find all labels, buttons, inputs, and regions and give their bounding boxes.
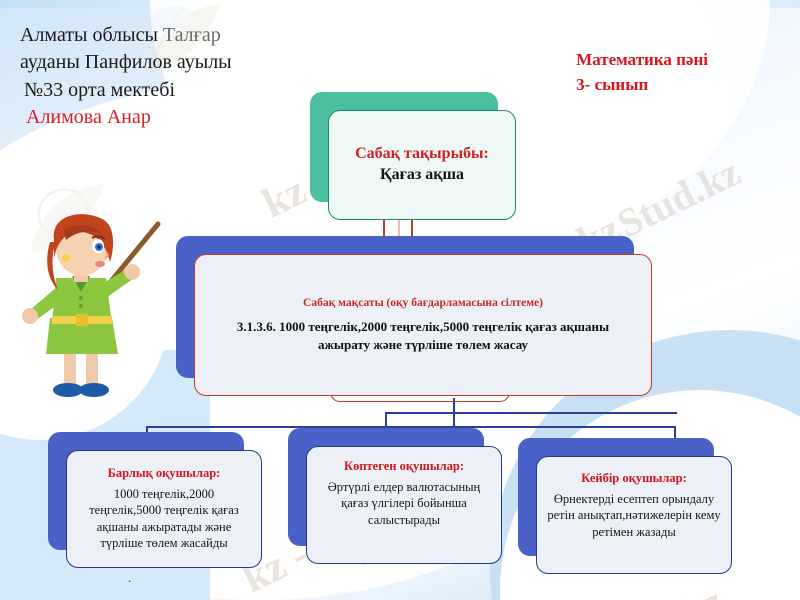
watermark-text: Stud.kz <box>610 148 748 247</box>
top-gradient-strip <box>0 0 800 8</box>
objective-text: 3.1.3.6. 1000 теңгелік,2000 теңгелік,500… <box>236 318 610 352</box>
outcome-card-panel: Барлық оқушылар: 1000 теңгелік,2000 теңг… <box>66 450 262 568</box>
subject-name: Математика пәні <box>576 50 708 69</box>
topic-value: Қағаз ақша <box>379 166 465 184</box>
connector-drop-right <box>674 426 677 448</box>
outcome-card-all-students: Барлық оқушылар: 1000 теңгелік,2000 теңг… <box>48 432 262 568</box>
school-line-1-region: Алматы облысы <box>20 24 163 46</box>
connector-bus-horizontal-upper <box>385 412 677 415</box>
outcome-label: Көптеген оқушылар: <box>344 459 464 473</box>
stray-period: . <box>128 570 132 585</box>
school-line-2: ауданы Панфилов ауылы <box>20 51 232 74</box>
subject-header: Математика пәні 3- сынып <box>576 48 708 97</box>
grade-level: 3- сынып <box>576 74 649 94</box>
school-line-1-district: Талғар <box>162 24 221 46</box>
topic-label: Сабақ тақырыбы: <box>355 145 489 162</box>
outcome-card-most-students: Көптеген оқушылар: Әртүрлі елдер валютас… <box>288 428 502 564</box>
topic-card-panel: Сабақ тақырыбы: Қағаз ақша <box>328 110 516 220</box>
teacher-illustration <box>22 214 161 397</box>
outcome-card-panel: Кейбір оқушылар: Өрнектерді есептеп орын… <box>536 456 732 574</box>
connector-drop-center <box>385 412 388 428</box>
school-header: Алматы облысы Талғар ауданы Панфилов ауы… <box>20 22 350 132</box>
outcome-text: 1000 теңгелік,2000 теңгелік,5000 теңгелі… <box>89 486 239 551</box>
outcome-card-panel: Көптеген оқушылар: Әртүрлі елдер валютас… <box>306 446 502 564</box>
outcome-text: Әртүрлі елдер валютасының қағаз үлгілері… <box>327 479 481 527</box>
lesson-objective-card: Сабақ мақсаты (оқу бағдарламасына сілтем… <box>176 236 652 396</box>
outcome-text: Өрнектерді есептеп орындалу ретін анықта… <box>547 491 721 539</box>
objective-label: Сабақ мақсаты (оқу бағдарламасына сілтем… <box>303 297 543 310</box>
outcome-label: Барлық оқушылар: <box>107 465 221 480</box>
teacher-name: Алимова Анар <box>26 106 151 129</box>
outcome-card-some-students: Кейбір оқушылар: Өрнектерді есептеп орын… <box>518 438 732 574</box>
objective-card-panel: Сабақ мақсаты (оқу бағдарламасына сілтем… <box>194 254 652 396</box>
outcome-label: Кейбір оқушылар: <box>581 471 687 485</box>
school-line-3: №33 орта мектебі <box>24 78 176 101</box>
